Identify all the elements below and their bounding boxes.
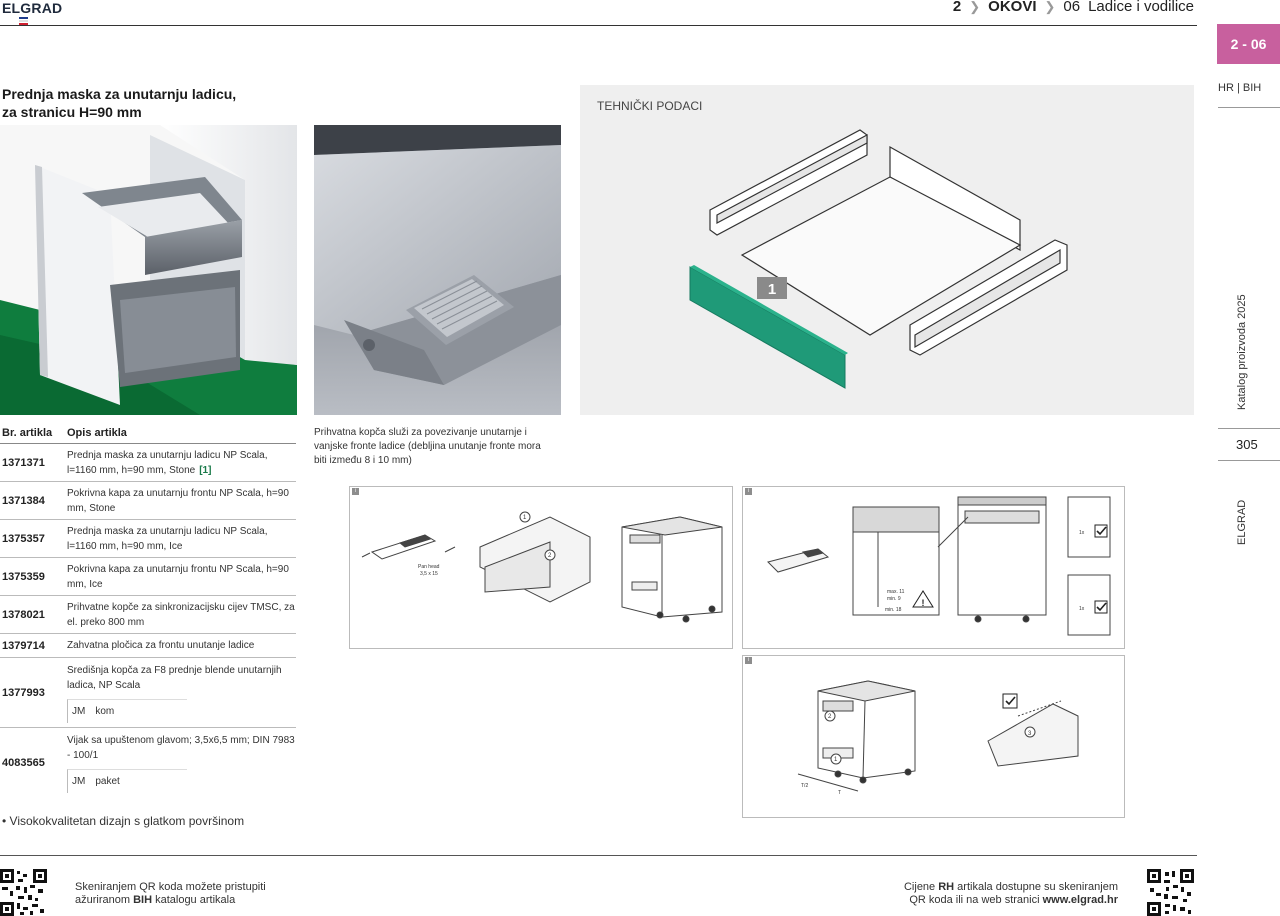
header-divider xyxy=(0,25,1197,26)
footer-right-text: Cijene RH artikala dostupne su skeniranj… xyxy=(903,881,1118,906)
product-photo-clip xyxy=(314,125,561,415)
max-label: max. 11 xyxy=(887,589,905,595)
feature-bullet: • Visokokvalitetan dizajn s glatkom povr… xyxy=(2,814,245,828)
tech-data-label: TEHNIČKI PODACI xyxy=(597,99,703,113)
flag-icon xyxy=(19,17,28,26)
header-article: Br. artikla xyxy=(2,426,53,439)
min-18-label: min. 18 xyxy=(885,607,902,613)
clip-caption: Prihvatna kopča služi za povezivanje unu… xyxy=(314,427,541,466)
qr-code-icon[interactable] xyxy=(1147,869,1194,916)
step-2: 2 xyxy=(548,553,552,559)
brand-logo: ELGRAD xyxy=(2,0,63,16)
step-3: 3 xyxy=(1028,731,1032,737)
website-link[interactable]: www.elgrad.hr xyxy=(1042,894,1118,906)
article-number: 1371371 xyxy=(2,456,45,469)
table-row: 4083565 Vijak sa upuštenom glavom; 3,5x6… xyxy=(0,728,296,798)
breadcrumb-chapter-name: OKOVI xyxy=(988,0,1037,15)
article-description: Pokrivna kapa za unutarnju frontu NP Sca… xyxy=(67,487,289,514)
table-row: 1378021 Prihvatne kopče za sinkronizacij… xyxy=(0,596,296,634)
breadcrumb-chapter-num: 2 xyxy=(952,0,962,15)
qty-label: 1x xyxy=(1079,530,1085,536)
installation-diagram-1: i Pan head 3,5 x 15 1 2 xyxy=(349,486,733,649)
callout-number: 1 xyxy=(768,281,776,298)
sidebar-divider xyxy=(1218,428,1280,429)
article-description: Prednja maska za unutarnju ladicu NP Sca… xyxy=(67,449,268,476)
min-label: min. 9 xyxy=(887,596,901,602)
chevron-right-icon: ❯ xyxy=(1044,0,1056,14)
dim-t: T xyxy=(838,790,841,796)
qr-code-icon[interactable] xyxy=(0,869,47,916)
article-number: 1379714 xyxy=(2,639,45,652)
sidebar-divider xyxy=(1218,460,1280,461)
table-header: Br. artikla Opis artikla xyxy=(0,422,296,444)
step-2: 2 xyxy=(828,714,832,720)
footer-divider xyxy=(0,855,1197,856)
article-number: 1378021 xyxy=(2,608,45,621)
breadcrumb-section-num: 06 xyxy=(1063,0,1081,15)
header-description: Opis artikla xyxy=(67,426,127,439)
article-number: 4083565 xyxy=(2,757,45,769)
table-row: 1375359 Pokrivna kapa za unutarnju front… xyxy=(0,558,296,596)
article-description: Prihvatne kopče za sinkronizacijsku cije… xyxy=(67,601,295,628)
qty-label: 1x xyxy=(1079,606,1085,612)
svg-text:!: ! xyxy=(922,598,925,608)
article-number: 1375357 xyxy=(2,532,45,545)
breadcrumb: 2 ❯ OKOVI ❯ 06 Ladice i vodilice xyxy=(953,0,1194,15)
article-number: 1371384 xyxy=(2,494,45,507)
article-description: Središnja kopča za F8 prednje blende unu… xyxy=(67,664,282,691)
info-tag: i xyxy=(745,488,752,495)
brand-vertical: ELGRAD xyxy=(1236,499,1248,545)
info-tag: i xyxy=(745,657,752,664)
language-label: HR | BIH xyxy=(1218,82,1262,94)
product-photo-drawer xyxy=(0,125,297,415)
table-row: 1379714 Zahvatna pločica za frontu unuta… xyxy=(0,634,296,658)
table-row: 1371371 Prednja maska za unutarnju ladic… xyxy=(0,444,296,482)
installation-diagram-2: i ! max. 11 min. 9 min. 18 1x xyxy=(742,486,1125,649)
product-title: Prednja maska za unutarnju ladicu, za st… xyxy=(2,86,237,120)
chevron-right-icon: ❯ xyxy=(969,0,981,14)
step-1: 1 xyxy=(523,515,527,521)
installation-diagram-3: i 2 1 3 T/2 T xyxy=(742,655,1125,818)
info-tag: i xyxy=(352,488,359,495)
article-table: Br. artikla Opis artikla 1371371 Prednja… xyxy=(0,422,296,798)
screw-label: Pan head xyxy=(418,564,440,570)
catalog-label: Katalog proizvoda 2025 xyxy=(1236,294,1248,410)
article-description: Pokrivna kapa za unutarnju frontu NP Sca… xyxy=(67,563,289,590)
screw-size: 3,5 x 15 xyxy=(420,571,438,577)
footer-left-text: Skeniranjem QR koda možete pristupiti až… xyxy=(75,881,266,906)
article-description: Prednja maska za unutarnju ladicu NP Sca… xyxy=(67,525,268,552)
table-row: 1375357 Prednja maska za unutarnju ladic… xyxy=(0,520,296,558)
breadcrumb-section-name: Ladice i vodilice xyxy=(1088,0,1194,15)
page-number: 305 xyxy=(1236,437,1258,452)
article-description: Zahvatna pločica za frontu unutanje ladi… xyxy=(67,640,255,651)
dim-t-half: T/2 xyxy=(801,783,808,789)
callout-badge: [1] xyxy=(199,464,212,476)
article-number: 1375359 xyxy=(2,570,45,583)
sidebar-divider xyxy=(1218,107,1280,108)
step-1: 1 xyxy=(834,757,838,763)
section-tab: 2 - 06 xyxy=(1217,24,1280,64)
article-description: Vijak sa upuštenom glavom; 3,5x6,5 mm; D… xyxy=(67,735,295,761)
technical-drawing-panel: 1 xyxy=(580,85,1194,415)
table-row: 1371384 Pokrivna kapa za unutarnju front… xyxy=(0,482,296,520)
article-number: 1377993 xyxy=(2,686,45,699)
table-row: 1377993 Središnja kopča za F8 prednje bl… xyxy=(0,658,296,728)
